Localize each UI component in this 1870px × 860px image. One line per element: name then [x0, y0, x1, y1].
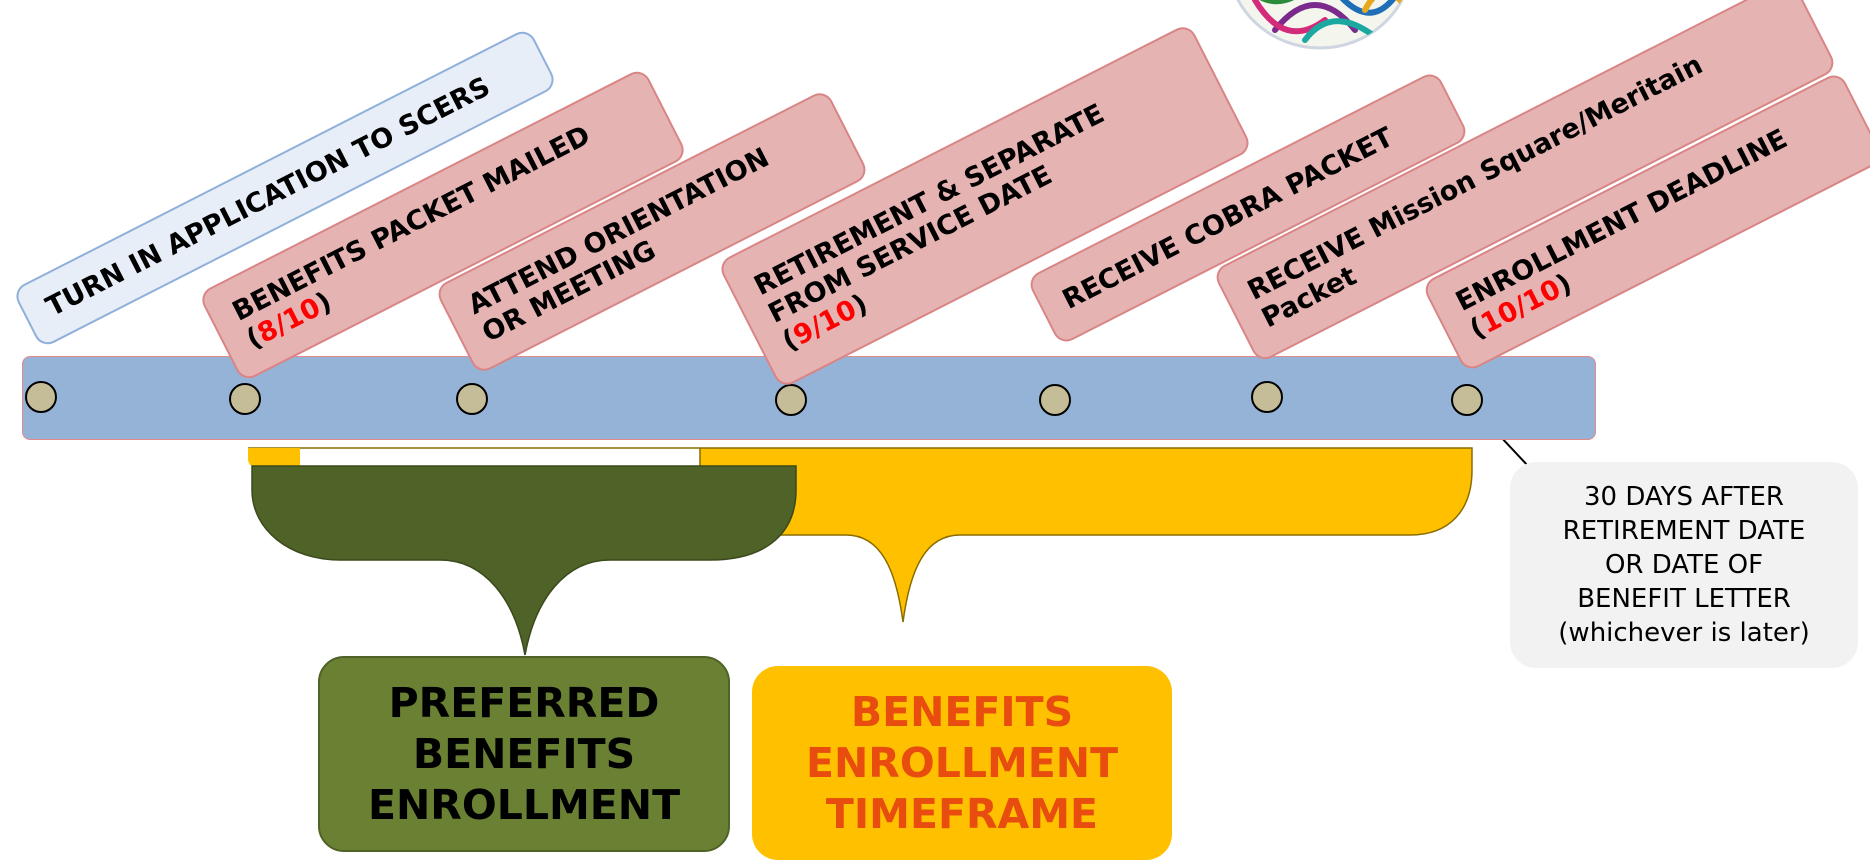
preferred-enrollment-box: PREFERRED BENEFITS ENROLLMENT: [318, 656, 730, 852]
timeline-marker: [1251, 381, 1283, 413]
enrollment-timeframe-box: BENEFITS ENROLLMENT TIMEFRAME: [752, 666, 1172, 860]
preferred-enrollment-label: PREFERRED BENEFITS ENROLLMENT: [367, 678, 681, 829]
enrollment-timeframe-label: BENEFITS ENROLLMENT TIMEFRAME: [805, 687, 1119, 838]
timeline-marker: [25, 381, 57, 413]
deadline-note-text: 30 DAYS AFTER RETIREMENT DATE OR DATE OF…: [1558, 482, 1810, 648]
timeline-marker: [1039, 384, 1071, 416]
timeframe-brace-left: [248, 448, 300, 467]
timeline-marker: [775, 384, 807, 416]
timeline-marker: [456, 383, 488, 415]
timeline-marker: [1451, 384, 1483, 416]
preferred-brace: [251, 465, 797, 656]
timeline-marker: [229, 383, 261, 415]
decorative-badge-graphic: [1232, 0, 1412, 50]
deadline-note-callout: 30 DAYS AFTER RETIREMENT DATE OR DATE OF…: [1510, 462, 1858, 668]
